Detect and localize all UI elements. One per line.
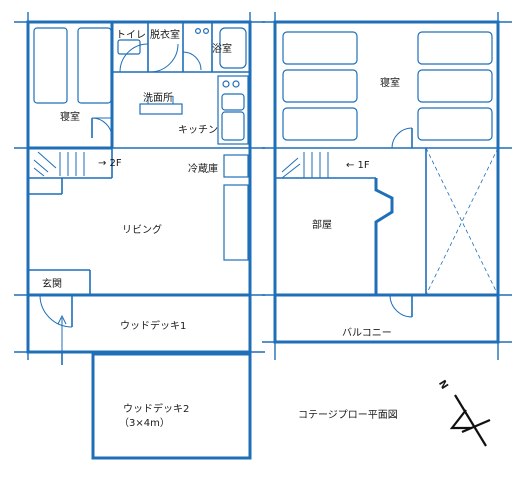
- wood-deck-2-size-label: （3×4m）: [119, 417, 170, 429]
- room-label: 部屋: [312, 218, 332, 231]
- bedroom-label-2f: 寝室: [380, 76, 400, 89]
- bathroom-label: 浴室: [212, 42, 232, 55]
- dressing-room-label: 脱衣室: [150, 28, 180, 41]
- stairs-down-label: ← 1F: [346, 160, 370, 171]
- first-floor-plan: [14, 12, 265, 460]
- entrance-label: 玄関: [42, 277, 62, 290]
- washroom-label: 洗面所: [143, 92, 173, 104]
- kitchen-label: キッチン: [178, 124, 218, 136]
- stairs-up-label: → 2F: [98, 158, 122, 169]
- balcony-label: バルコニー: [342, 327, 392, 339]
- toilet-label: トイレ: [116, 30, 146, 41]
- wood-deck-2-label: ウッドデッキ2: [123, 402, 189, 415]
- plan-title: コテージプロー平面図: [298, 409, 398, 421]
- refrigerator-label: 冷蔵庫: [188, 162, 218, 175]
- north-arrow-icon: N: [436, 378, 491, 447]
- north-label: N: [436, 378, 450, 391]
- second-floor-plan: [262, 12, 512, 360]
- labels: 寝室 トイレ 脱衣室 浴室 洗面所 キッチン → 2F 冷蔵庫 リビング 玄関 …: [42, 28, 400, 429]
- living-label: リビング: [122, 223, 162, 236]
- wood-deck-1-label: ウッドデッキ1: [120, 319, 186, 332]
- bedroom-label-1f: 寝室: [60, 110, 80, 123]
